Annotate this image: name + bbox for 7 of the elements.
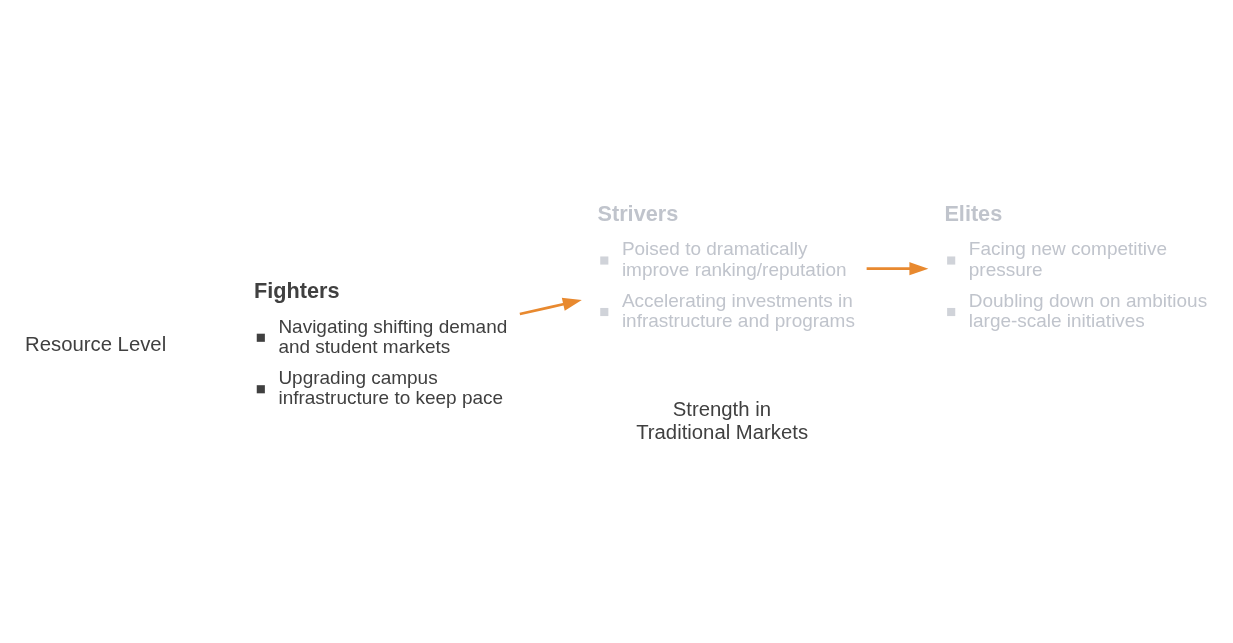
label: Resource Level [25,332,167,355]
label: Strength in Traditional Markets [636,398,809,444]
node-text: Elites Facing new competitive pressure Doubling down on ambitious large-scale initiatives [944,200,1208,332]
arrow [519,297,582,316]
node-text: Strivers Poised to dramatically improve ranking/reputation Accelerating investments in infrastructure and programs [597,200,855,332]
node-text: Fighters Navigating shifting demand and student markets Upgrading campus infrastructure to keep pace [254,278,508,409]
arrow [866,262,929,276]
